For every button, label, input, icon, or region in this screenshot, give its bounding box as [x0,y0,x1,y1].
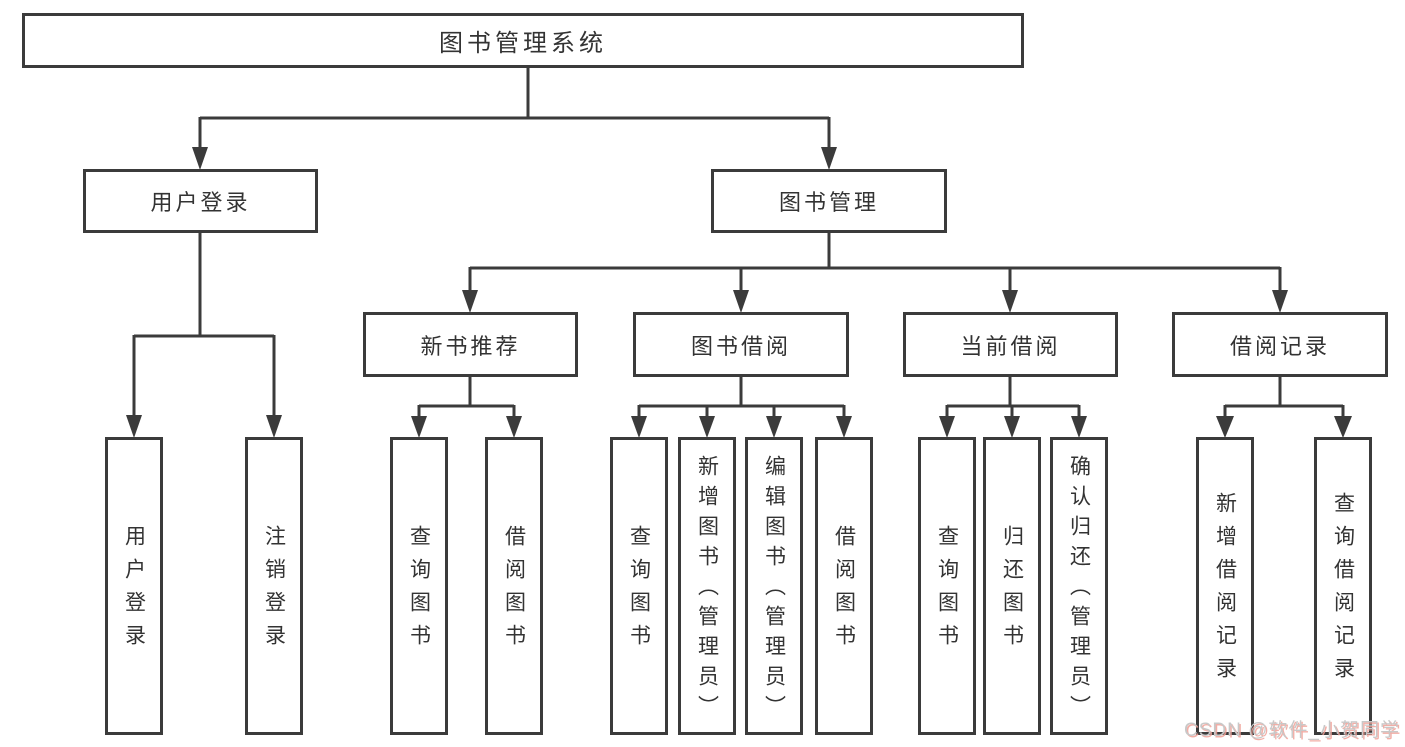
arrowhead-borrowing-borrow-books [836,416,852,438]
leaf-borrowing-edit-books-admin-label: 编辑图书（管理员） [762,455,786,725]
connector-current-borrowing-children [945,377,1081,416]
leaf-records-add-record-label: 新增借阅记录 [1213,492,1237,690]
leaf-borrowing-borrow-books-label: 借阅图书 [832,525,856,657]
leaf-user-login-label: 用户登录 [122,525,146,657]
connector-book-management-children [468,233,1282,291]
leaf-records-add-record: 新增借阅记录 [1196,437,1254,735]
arrowhead-user-login [192,147,208,170]
leaf-borrowing-add-books-admin-label: 新增图书（管理员） [695,455,719,725]
node-user-login: 用户登录 [83,169,318,233]
node-book-borrowing: 图书借阅 [633,312,849,377]
connector-user-login-children [132,233,276,416]
csdn-watermark: CSDN @软件_小贺同学 [1184,720,1400,741]
node-book-management-label: 图书管理 [778,190,879,215]
arrowhead-leaf-user-login [126,415,142,438]
leaf-records-query-record: 查询借阅记录 [1314,437,1372,735]
leaf-logout-label: 注销登录 [262,525,286,657]
arrowhead-borrowing-add-books [699,416,715,438]
leaf-records-query-record-label: 查询借阅记录 [1331,492,1355,690]
node-current-borrowing: 当前借阅 [903,312,1118,377]
node-new-book-recommendation: 新书推荐 [363,312,578,377]
leaf-logout: 注销登录 [245,437,303,735]
leaf-recommend-borrow-books: 借阅图书 [485,437,543,735]
leaf-current-query-books: 查询图书 [918,437,976,735]
leaf-recommend-borrow-books-label: 借阅图书 [502,525,526,657]
leaf-current-confirm-return-admin: 确认归还（管理员） [1050,437,1108,735]
arrowhead-records-add-record [1216,416,1234,438]
arrowhead-new-book-recommendation [462,290,478,313]
leaf-borrowing-edit-books-admin: 编辑图书（管理员） [745,437,803,735]
arrowhead-book-management [821,147,837,170]
arrowhead-borrowing-records [1272,290,1288,313]
arrowhead-borrowing-edit-books [766,416,782,438]
node-book-borrowing-label: 图书借阅 [690,333,791,359]
leaf-borrowing-borrow-books: 借阅图书 [815,437,873,735]
leaf-borrowing-query-books-label: 查询图书 [627,525,651,657]
connector-root-to-level1 [198,68,831,148]
node-borrowing-records: 借阅记录 [1172,312,1388,377]
arrowhead-current-query-books [939,416,955,438]
arrowhead-records-query-record [1334,416,1352,438]
connector-recommendation-children [417,377,516,416]
arrowhead-recommend-borrow-books [506,416,522,438]
leaf-recommend-query-books-label: 查询图书 [407,525,431,657]
connector-borrowing-children [637,377,846,416]
node-book-management: 图书管理 [711,169,947,233]
node-current-borrowing-label: 当前借阅 [960,333,1061,359]
arrowhead-borrowing-query-books [631,416,647,438]
node-library-management-system-label: 图书管理系统 [439,30,607,57]
node-borrowing-records-label: 借阅记录 [1229,333,1330,359]
leaf-current-confirm-return-admin-label: 确认归还（管理员） [1067,455,1091,725]
node-user-login-label: 用户登录 [150,190,251,215]
leaf-current-query-books-label: 查询图书 [935,525,959,657]
leaf-recommend-query-books: 查询图书 [390,437,448,735]
connector-records-children [1223,377,1345,417]
node-library-management-system: 图书管理系统 [22,13,1024,68]
leaf-user-login: 用户登录 [105,437,163,735]
node-new-book-recommendation-label: 新书推荐 [420,333,521,359]
leaf-borrowing-query-books: 查询图书 [610,437,668,735]
leaf-current-return-books: 归还图书 [983,437,1041,735]
arrowhead-recommend-query-books [411,416,427,438]
leaf-borrowing-add-books-admin: 新增图书（管理员） [678,437,736,735]
arrowhead-current-borrowing [1002,290,1018,313]
arrowhead-leaf-logout [266,415,282,438]
arrowhead-current-return-books [1004,416,1020,438]
arrowhead-current-confirm-return [1071,416,1087,438]
leaf-current-return-books-label: 归还图书 [1000,525,1024,657]
arrowhead-book-borrowing [733,290,749,313]
